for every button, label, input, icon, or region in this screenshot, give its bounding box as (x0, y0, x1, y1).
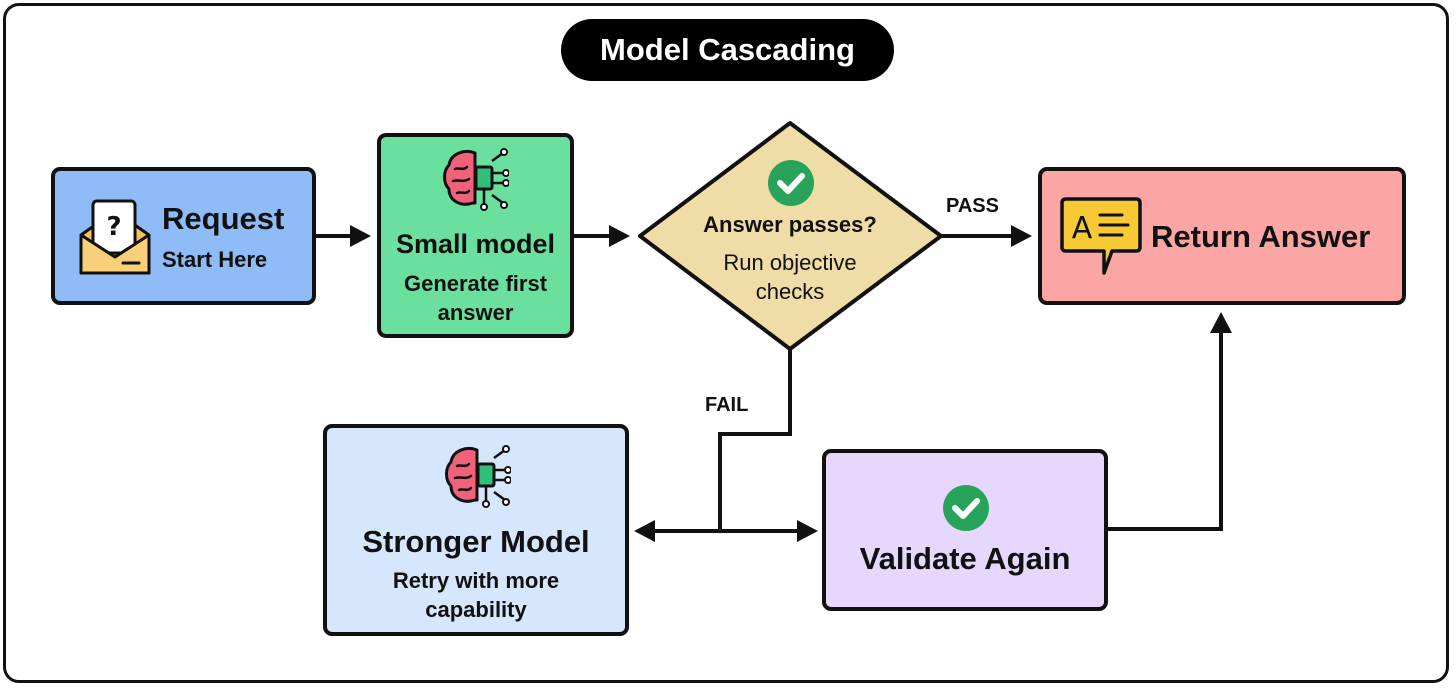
return-answer-title: Return Answer (1151, 219, 1371, 254)
arrowhead-return-up (1210, 312, 1232, 333)
arrow-validate-to-return (1108, 333, 1223, 531)
request-subtitle: Start Here (162, 247, 268, 272)
arrowhead-small (350, 225, 371, 247)
brain-chip-icon (443, 148, 509, 211)
return-answer-node: A Return Answer (1038, 167, 1406, 305)
small-model-title: Small model (395, 229, 556, 259)
arrow-fail-path (718, 349, 792, 531)
check-circle-icon (943, 485, 989, 531)
diagram-frame (3, 3, 1449, 683)
stronger-model-subtitle: Retry with more capability (392, 568, 560, 622)
svg-text:A: A (1072, 211, 1093, 246)
decision-title: Answer passes? (703, 212, 877, 237)
small-model-subtitle: Generate first answer (403, 271, 548, 325)
stronger-model-node: Stronger Model Retry with more capabilit… (323, 424, 629, 636)
validate-again-node: Validate Again (822, 449, 1108, 611)
request-title: Request (162, 201, 285, 236)
arrowhead-validate (797, 520, 818, 542)
request-node: ? Request Start Here (51, 167, 316, 305)
small-model-node: Small model Generate first answer (377, 133, 574, 338)
arrowhead-decision (609, 225, 630, 247)
decision-subtitle: Run objective checks (723, 250, 857, 304)
diagram-title: Model Cascading (561, 19, 894, 81)
text-speech-bubble-icon: A (1060, 197, 1142, 275)
check-circle-icon (768, 160, 814, 206)
fail-label: FAIL (705, 394, 749, 416)
arrowhead-stronger (634, 520, 655, 542)
svg-text:?: ? (106, 212, 121, 242)
pass-label: PASS (946, 195, 999, 217)
stronger-model-title: Stronger Model (362, 524, 590, 559)
envelope-question-icon: ? (79, 199, 151, 275)
arrowhead-return (1011, 225, 1032, 247)
brain-chip-icon (445, 445, 511, 508)
validate-again-title: Validate Again (859, 541, 1071, 576)
